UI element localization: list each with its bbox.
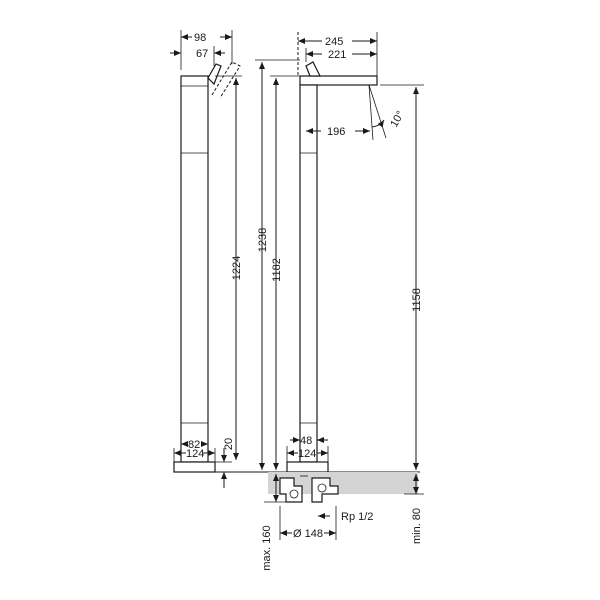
side-handle-dashed: [211, 61, 241, 99]
front-total-height-label: 1238: [257, 228, 269, 252]
side-base-width-label: 124: [186, 448, 204, 460]
floor-slab: [268, 472, 418, 494]
front-outlet-height-label: 1158: [411, 288, 423, 312]
connection-thread-label: Rp 1/2: [341, 511, 373, 523]
side-column: [180, 75, 209, 463]
front-total-width-label: 245: [325, 36, 343, 48]
side-base-inner-label: 82: [188, 439, 200, 451]
front-column: [299, 84, 318, 463]
side-total-height-label: 1224: [231, 256, 243, 280]
front-handle: [305, 61, 321, 77]
side-base-height-label: 20: [223, 438, 235, 450]
front-body-height-label: 1182: [271, 258, 283, 282]
front-spout: [299, 75, 378, 86]
front-base-plate: [286, 461, 329, 473]
side-base-plate: [173, 461, 216, 473]
pipe-diameter-label: Ø 148: [293, 528, 323, 540]
side-handle: [207, 63, 222, 86]
side-handle-offset-label: 67: [196, 48, 208, 60]
supply-pipe-left: [279, 477, 303, 503]
front-angle-label: 10°: [388, 109, 407, 129]
supply-pipe-right: [311, 477, 339, 503]
max-depth-label: max. 160: [261, 525, 273, 570]
side-view: 98 67 1224 20 82 124: [170, 30, 243, 488]
side-top-width-label: 98: [194, 32, 206, 44]
front-base-width-label: 124: [298, 448, 316, 460]
front-spout-reach-label: 196: [327, 126, 345, 138]
floor-section: Rp 1/2 Ø 148 max. 160 min. 80: [174, 471, 424, 571]
min-depth-label: min. 80: [411, 508, 423, 544]
front-column-width-label: 48: [300, 435, 312, 447]
front-view: 245 221 196 10° 1238 1182 1158 48 124: [255, 32, 424, 473]
front-spout-width-label: 221: [328, 49, 346, 61]
